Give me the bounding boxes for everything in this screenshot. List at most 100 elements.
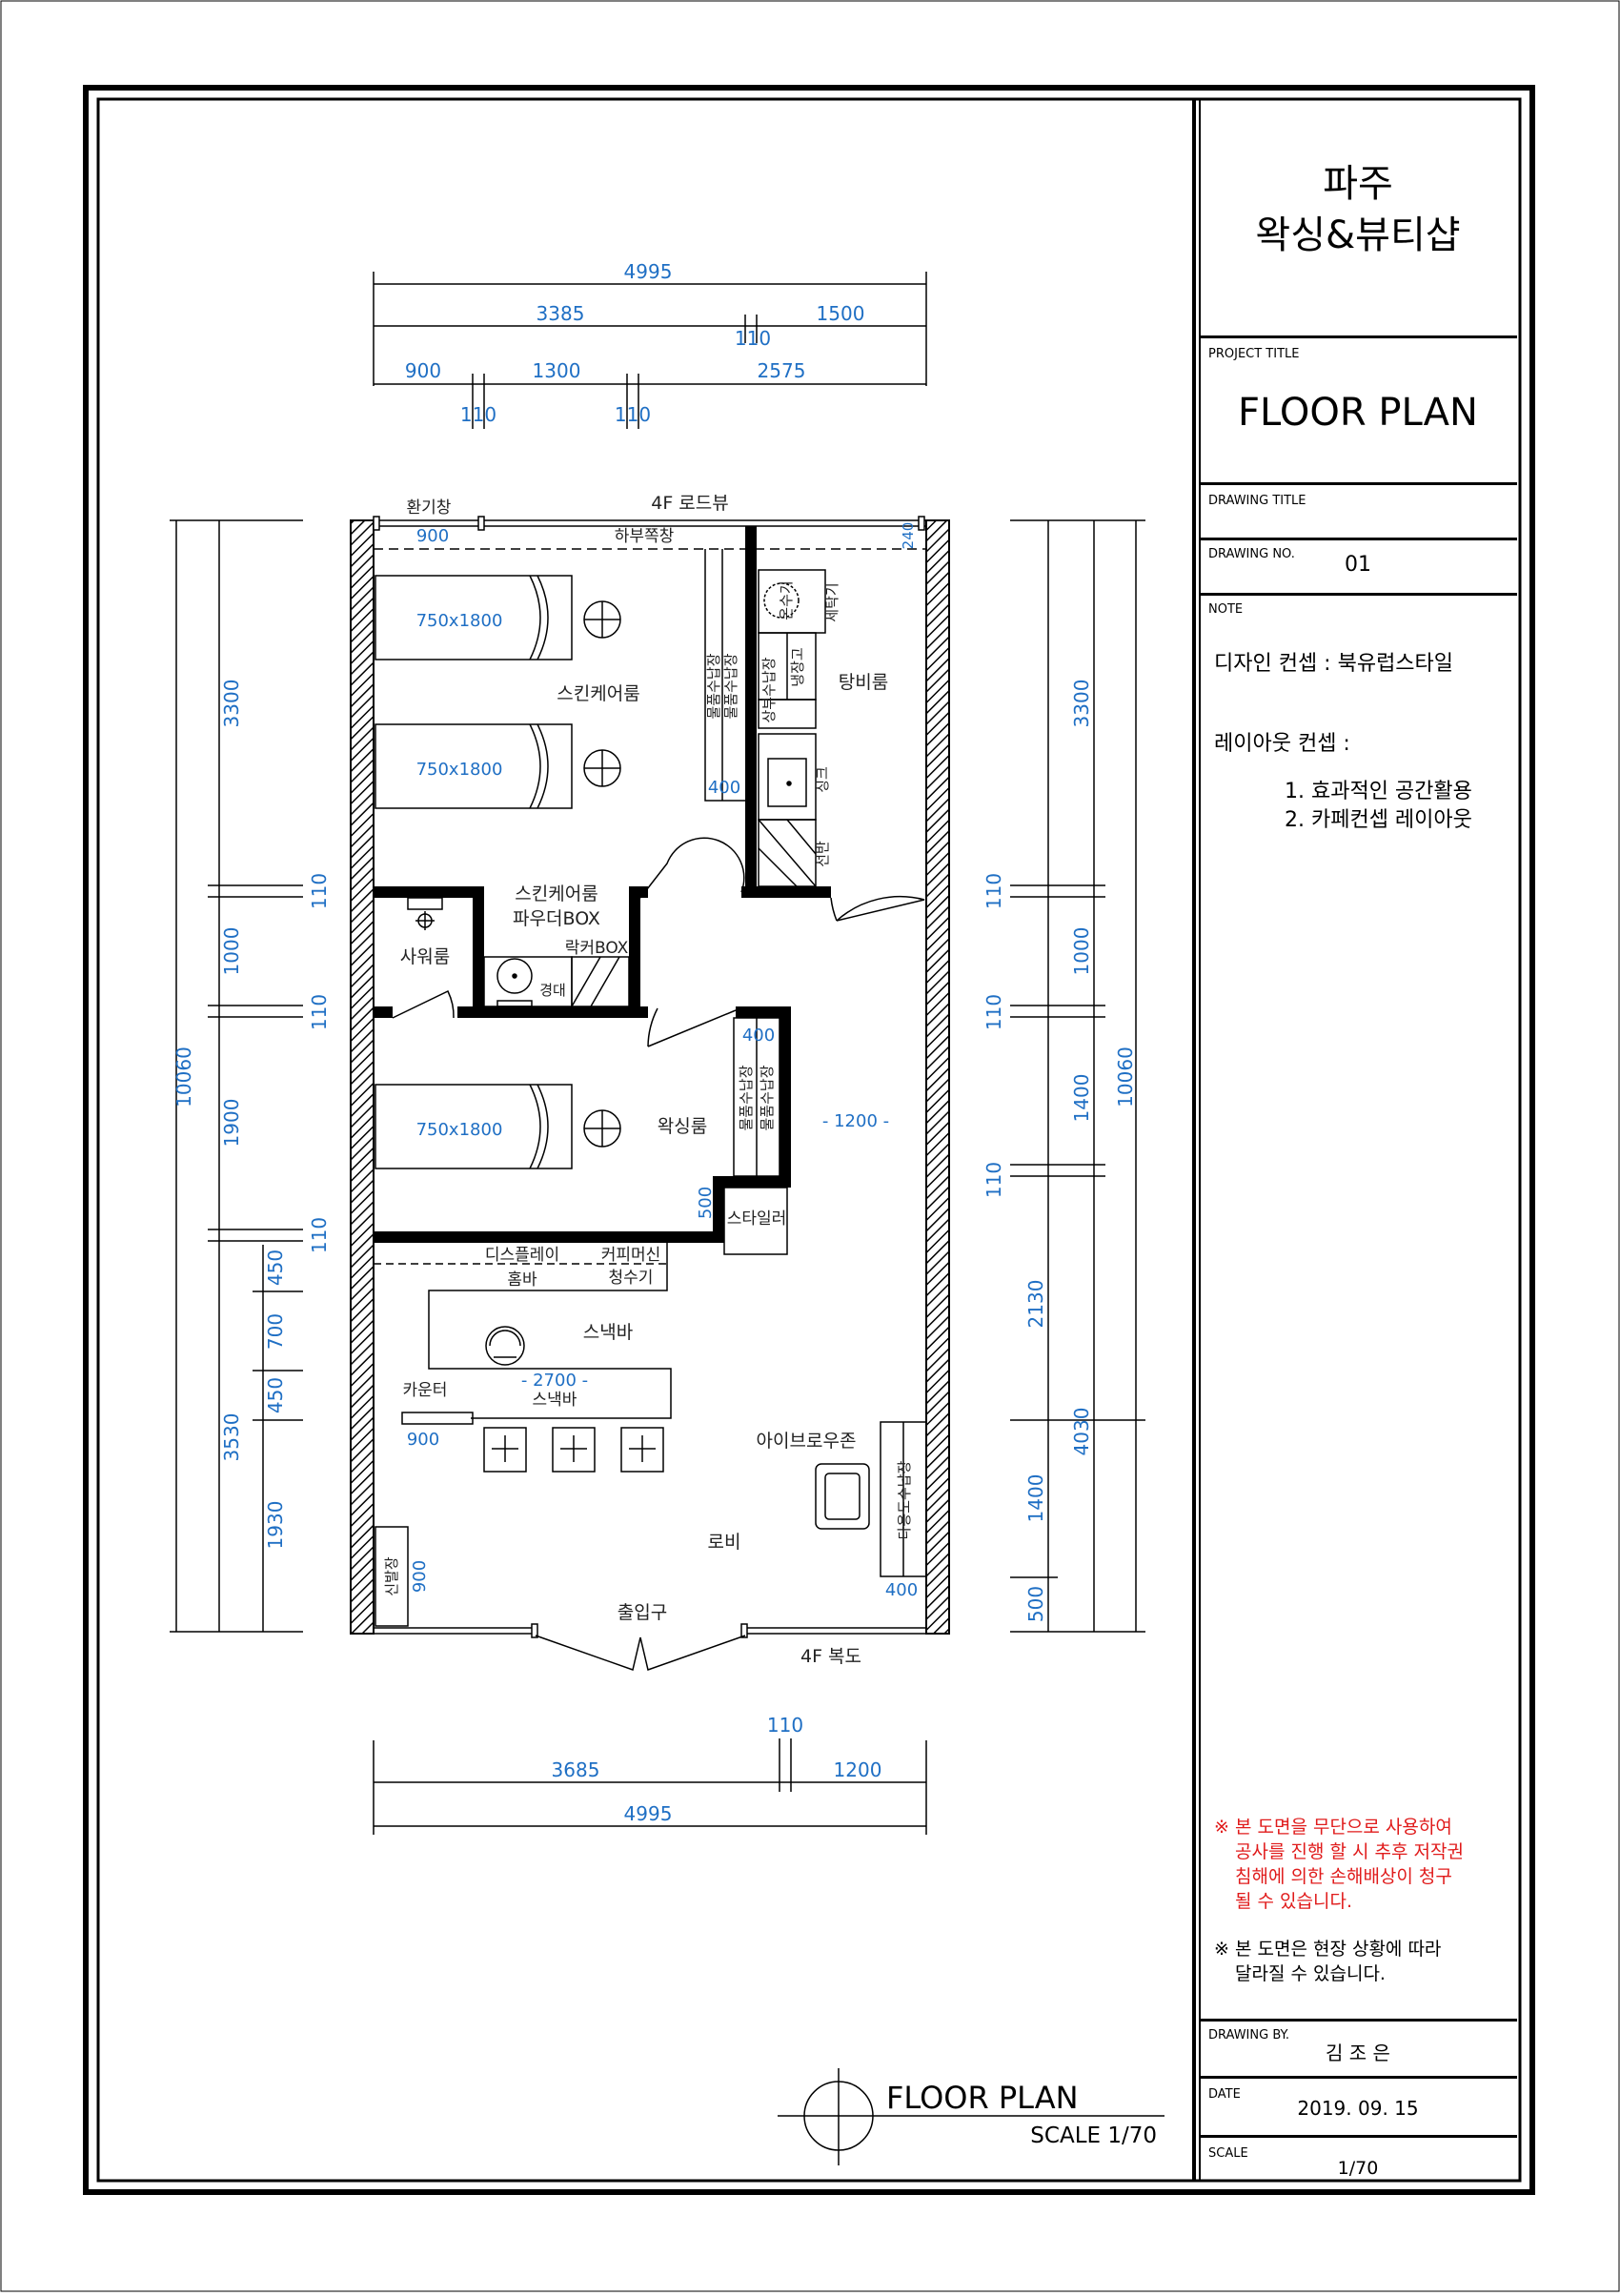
left-dimensions [170, 519, 303, 1633]
dim-left-450b: 450 [264, 1377, 287, 1413]
label-sink: 싱크 [814, 766, 831, 793]
dim-bottom-1200: 1200 [834, 1758, 882, 1781]
dim-left-110c: 110 [308, 1217, 331, 1253]
dim-left-3300: 3300 [220, 680, 243, 728]
label-eyebrow-zone: 아이브로우존 [757, 1431, 857, 1452]
label-powder-room2: 파우더BOX [513, 908, 600, 929]
label-multi-storage: 다용도수납장 [896, 1460, 913, 1539]
drawing-by: 김 조 은 [1326, 2042, 1390, 2064]
wall-east [925, 519, 950, 1635]
dim-top-total: 4995 [624, 260, 673, 283]
tb-divider-3 [1199, 538, 1517, 540]
dim-right-4030: 4030 [1070, 1408, 1093, 1456]
tb-divider-6 [1199, 2076, 1517, 2079]
bar-stool-2 [552, 1427, 596, 1473]
project-name-line2: 왁싱&뷰티샵 [1255, 213, 1461, 257]
left-dimension-labels: 10060 3300 1000 1900 3530 110 110 110 45… [172, 680, 331, 1550]
notice-line1: ※ 본 도면은 현장 상황에 따라 [1214, 1939, 1442, 1960]
bar-stool-3 [620, 1427, 664, 1473]
notice-line2: 달라질 수 있습니다. [1235, 1963, 1386, 1984]
label-waxing-room: 왁싱룸 [658, 1116, 707, 1137]
dim-right-3300: 3300 [1070, 680, 1093, 728]
label-counter: 카운터 [403, 1381, 448, 1400]
label-entrance: 출입구 [618, 1602, 667, 1623]
label-water-purifier: 청수기 [609, 1269, 654, 1288]
label-locker-box: 락커BOX [565, 939, 629, 958]
label-dim-900-shoe: 900 [410, 1560, 430, 1593]
plan-labels-blue: 900 240 750x1800 750x1800 750x1800 400 4… [407, 522, 918, 1600]
label-road-view: 4F 로드뷰 [651, 493, 729, 514]
note-design-concept: 디자인 컨셉 : 북유럽스타일 [1214, 652, 1454, 676]
drawing-title-label: DRAWING TITLE [1208, 494, 1306, 508]
label-storage1b: 물품수납장 [722, 653, 739, 719]
warning-line1: ※ 본 도면을 무단으로 사용하여 [1214, 1817, 1452, 1838]
shoe-cabinet [375, 1526, 409, 1627]
dim-right-110a: 110 [982, 873, 1005, 909]
label-snack-bar2: 스낵바 [533, 1391, 577, 1410]
dim-left-700: 700 [264, 1313, 287, 1350]
label-dim-240: 240 [900, 522, 917, 550]
dim-left-110b: 110 [308, 994, 331, 1030]
dim-top-1500: 1500 [817, 302, 865, 325]
label-dim-400a: 400 [708, 778, 740, 798]
plan-title-symbol [778, 2068, 1164, 2165]
tb-divider-4 [1199, 593, 1517, 596]
label-bed2: 750x1800 [416, 760, 503, 780]
dim-top-900: 900 [405, 359, 441, 382]
date: 2019. 09. 15 [1297, 2097, 1419, 2120]
warning-line2: 공사를 진행 할 시 추후 저작권 [1235, 1841, 1464, 1862]
label-bed1: 750x1800 [416, 611, 503, 631]
dim-bottom-total: 4995 [624, 1802, 673, 1825]
warning-line4: 될 수 있습니다. [1235, 1891, 1352, 1912]
door-swings [392, 837, 925, 1047]
label-vent-window: 환기창 [407, 498, 452, 518]
storage-cabinet-2 [733, 1017, 780, 1177]
dim-right-1400: 1400 [1070, 1074, 1093, 1123]
dim-left-total: 10060 [172, 1046, 195, 1107]
top-dimension-labels: 4995 3385 1500 110 900 1300 2575 110 110 [405, 260, 865, 426]
interior-walls [374, 526, 831, 1243]
right-dimensions [1010, 519, 1145, 1633]
label-dim-400b: 400 [742, 1026, 775, 1046]
sheet-frame-outer [83, 85, 1535, 2195]
dim-top-110c: 110 [615, 403, 651, 426]
label-snack-bar: 스낵바 [583, 1322, 633, 1343]
tb-divider-1 [1199, 335, 1517, 338]
dim-top-3385: 3385 [537, 302, 585, 325]
note-layout-item2: 2. 카페컨셉 레이아웃 [1285, 808, 1472, 832]
sheet-frame-inner [96, 97, 1522, 2183]
note-layout-concept: 레이아웃 컨셉 : [1214, 732, 1350, 756]
label-dim-2700: - 2700 - [521, 1371, 588, 1391]
dim-top-1300: 1300 [533, 359, 581, 382]
north-window [373, 516, 926, 531]
bottom-dimension-labels: 110 3685 1200 4995 [552, 1714, 882, 1825]
tb-divider-5 [1199, 2019, 1517, 2022]
washbasin-icon [496, 958, 533, 994]
dim-top-2575: 2575 [758, 359, 806, 382]
dim-right-1400b: 1400 [1024, 1474, 1047, 1523]
note-layout-item1: 1. 효과적인 공간활용 [1285, 780, 1472, 803]
south-wall [374, 1623, 926, 1671]
dim-right-2130: 2130 [1024, 1280, 1047, 1329]
tb-divider-2 [1199, 482, 1517, 485]
powder-box-fixtures [407, 897, 630, 1007]
label-washer: 세탁기 [823, 582, 840, 621]
top-dimensions [373, 272, 927, 429]
plan-title-text: FLOOR PLAN [886, 2080, 1079, 2116]
label-styler: 스타일러 [727, 1209, 787, 1229]
label-dim-500: 500 [696, 1187, 716, 1219]
label-shoe-cabinet: 신발장 [383, 1556, 400, 1596]
dim-right-110c: 110 [982, 1162, 1005, 1198]
label-corridor: 4F 복도 [800, 1646, 861, 1667]
label-dim-400c: 400 [885, 1580, 918, 1600]
dim-left-1900: 1900 [220, 1099, 243, 1148]
bed-2 [375, 723, 621, 809]
armchair-icon [815, 1463, 870, 1530]
bed-3 [375, 1084, 621, 1169]
wall-west [350, 519, 375, 1635]
lobby-fixtures [375, 1421, 927, 1627]
label-shelf: 선반 [814, 841, 831, 867]
